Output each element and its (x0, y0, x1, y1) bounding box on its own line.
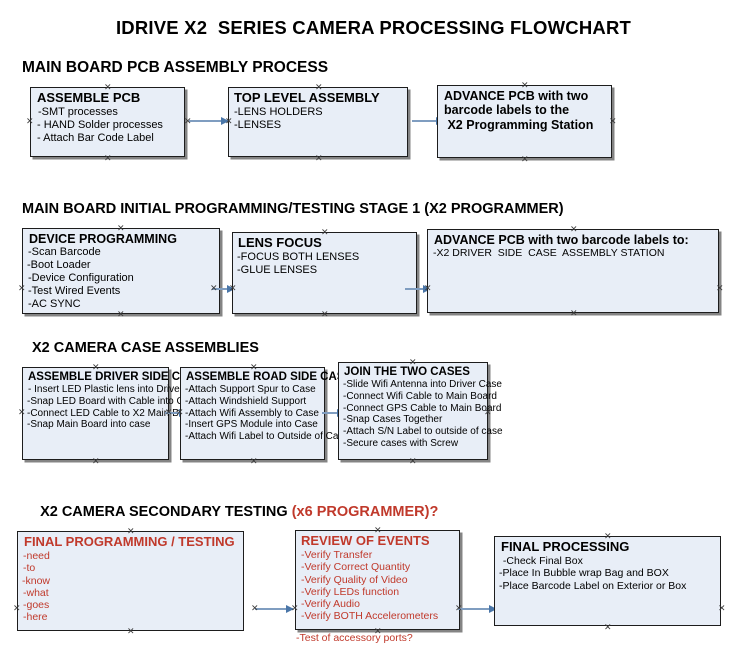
section-heading-main-board-pcb-assembly-process: MAIN BOARD PCB ASSEMBLY PROCESS (22, 59, 329, 76)
node-line: - HAND Solder processes (37, 118, 163, 131)
node-title: JOIN THE TWO CASES (344, 366, 470, 378)
node-device-programming[interactable]: DEVICE PROGRAMMING -Scan Barcode -Boot L… (22, 228, 220, 314)
node-line: -LENSES (234, 118, 282, 131)
node-line: -here (23, 611, 48, 624)
node-line: -Connect LED Cable to X2 Main Board (27, 407, 199, 419)
node-line: -Scan Barcode (28, 246, 101, 259)
node-title: FINAL PROGRAMMING / TESTING (24, 534, 235, 549)
node-line: -Place Barcode Label on Exterior or Box (499, 579, 687, 592)
node-line: -Check Final Box (500, 554, 583, 567)
node-join-the-two-cases[interactable]: JOIN THE TWO CASES -Slide Wifi Antenna i… (338, 362, 503, 460)
node-title: ADVANCE PCB with two barcode labels to: (434, 233, 689, 247)
node-line: -Device Configuration (28, 272, 134, 285)
node-title: ASSEMBLE ROAD SIDE CASE (186, 371, 353, 383)
node-line: -Insert GPS Module into Case (185, 419, 318, 431)
section-heading-text: X2 CAMERA SECONDARY TESTING (40, 504, 292, 520)
node-line: -what (23, 586, 49, 599)
node-line: -Snap Cases Together (343, 414, 443, 426)
node-title: REVIEW OF EVENTS (301, 533, 430, 548)
node-final-processing[interactable]: FINAL PROCESSING -Check Final Box -Place… (494, 536, 721, 626)
node-title: DEVICE PROGRAMMING (29, 232, 177, 246)
node-assemble-pcb[interactable]: ASSEMBLE PCB -SMT processes - HAND Solde… (30, 87, 185, 157)
node-line: -Snap LED Board with Cable into Case (27, 395, 200, 407)
node-line: -Verify BOTH Accelerometers (301, 610, 439, 623)
node-line: -goes (23, 599, 50, 612)
node-assemble-driver-side-case[interactable]: ASSEMBLE DRIVER SIDE CASE - Insert LED P… (22, 367, 210, 460)
node-review-of-events[interactable]: REVIEW OF EVENTS -Verify Transfer -Verif… (295, 530, 460, 644)
node-line: -Verify Correct Quantity (301, 561, 411, 574)
node-advance-pcb-to-driver-side-case-station[interactable]: ADVANCE PCB with two barcode labels to: … (427, 229, 719, 313)
node-line: -Test Wired Events (28, 284, 121, 297)
node-line: - Insert LED Plastic lens into Driver Ca… (28, 384, 210, 396)
node-line: -FOCUS BOTH LENSES (237, 250, 360, 263)
node-lens-focus[interactable]: LENS FOCUS -FOCUS BOTH LENSES -GLUE LENS… (232, 232, 417, 314)
node-advance-pcb-to-x2-programming-station[interactable]: ADVANCE PCB with two barcode labels to t… (437, 85, 612, 158)
node-title: TOP LEVEL ASSEMBLY (234, 90, 380, 105)
node-line: -Verify Transfer (301, 548, 373, 561)
node-line: -Attach Wifi Assembly to Case (185, 407, 319, 419)
connector-review-of-events-to-final-processing (458, 604, 497, 613)
node-line: -Place In Bubble wrap Bag and BOX (499, 567, 669, 580)
node-line: -Snap Main Board into case (27, 419, 151, 431)
node-line: -Connect Wifi Cable to Main Board (343, 390, 497, 402)
node-assemble-road-side-case[interactable]: ASSEMBLE ROAD SIDE CASE -Attach Support … (180, 367, 353, 460)
node-title: FINAL PROCESSING (501, 539, 630, 554)
node-overflow-line: -Test of accessory ports? (296, 632, 413, 644)
node-line: -Connect GPS Cable to Main Board (343, 402, 502, 414)
node-line: -GLUE LENSES (237, 263, 318, 276)
node-line: - Attach Bar Code Label (37, 131, 154, 144)
section-heading-x2-camera-case-assemblies: X2 CAMERA CASE ASSEMBLIES (32, 340, 259, 356)
node-final-programming-testing[interactable]: FINAL PROGRAMMING / TESTING -need -to -k… (17, 531, 244, 631)
section-heading-main-board-initial-programming-testing: MAIN BOARD INITIAL PROGRAMMING/TESTING S… (22, 201, 564, 217)
node-line: -to (23, 562, 36, 575)
node-line: -Attach S/N Label to outside of case (343, 425, 503, 437)
node-line: -SMT processes (38, 105, 118, 118)
node-line: -Attach Wifi Label to Outside of Case (185, 430, 349, 442)
node-line: -Verify Quality of Video (301, 573, 408, 586)
node-line: -Attach Support Spur to Case (185, 384, 316, 396)
connector-final-programming-to-review-of-events (255, 604, 294, 613)
node-line: -know (22, 574, 51, 587)
node-line: -Verify Audio (301, 598, 360, 611)
node-line: -X2 DRIVER SIDE CASE ASSEMBLY STATION (433, 247, 665, 260)
connector-assemble-pcb-to-top-level-assembly (189, 116, 229, 125)
node-title: LENS FOCUS (238, 235, 322, 250)
node-line: -Secure cases with Screw (343, 437, 459, 449)
node-line: -Attach Windshield Support (185, 395, 307, 407)
connector-device-programming-to-lens-focus (212, 284, 235, 293)
page-title: IDRIVE X2 SERIES CAMERA PROCESSING FLOWC… (115, 17, 632, 38)
node-title: ADVANCE PCB with two (444, 89, 589, 103)
node-line: -LENS HOLDERS (234, 105, 323, 118)
section-heading-x2-camera-secondary-testing: X2 CAMERA SECONDARY TESTING (x6 PROGRAMM… (32, 488, 438, 520)
node-line: -Slide Wifi Antenna into Driver Case (343, 379, 502, 391)
node-title: ASSEMBLE PCB (37, 90, 141, 105)
node-top-level-assembly[interactable]: TOP LEVEL ASSEMBLY -LENS HOLDERS -LENSES (228, 87, 408, 157)
node-line: barcode labels to the (444, 103, 570, 118)
node-line: X2 Programming Station (444, 117, 594, 132)
section-heading-accent: (x6 PROGRAMMER)? (291, 504, 439, 520)
node-line: -Boot Loader (27, 259, 91, 272)
node-line: -AC SYNC (28, 297, 81, 310)
node-title: ASSEMBLE DRIVER SIDE CASE (28, 371, 204, 383)
node-line: -Verify LEDs function (301, 585, 400, 598)
node-line: -need (23, 549, 50, 562)
